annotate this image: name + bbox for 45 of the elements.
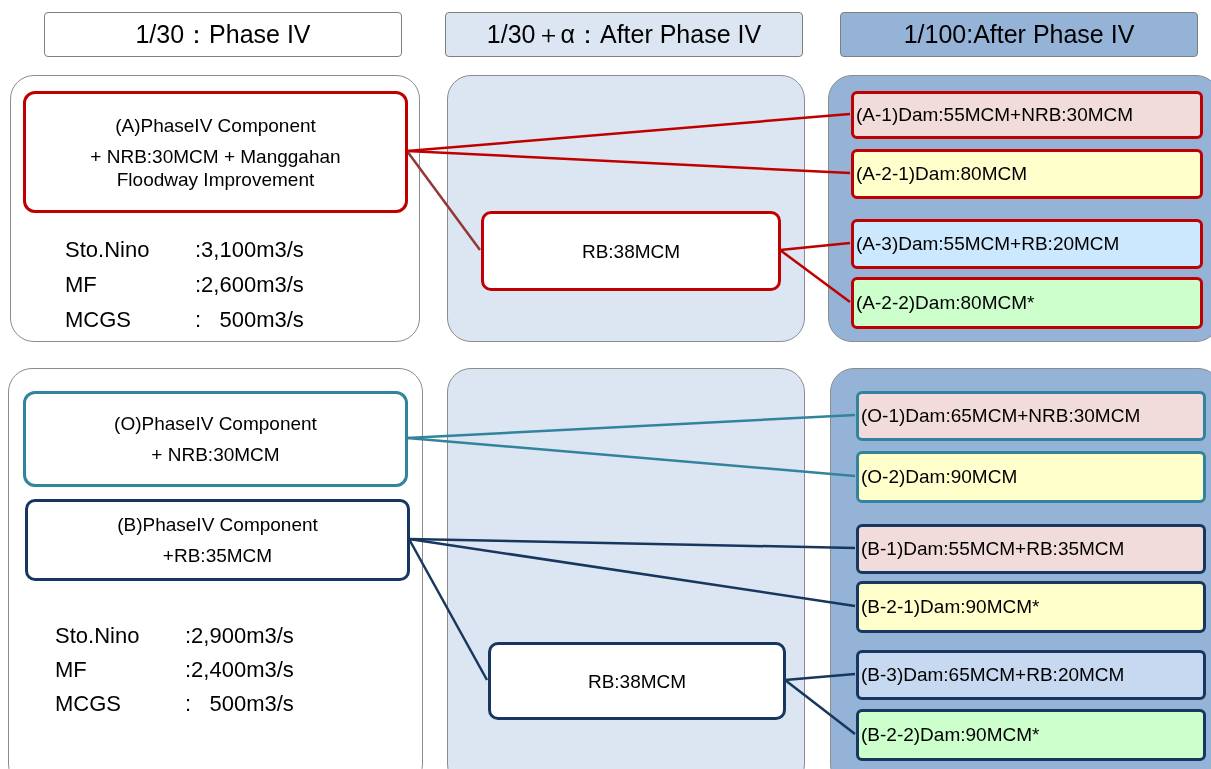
column-header: 1/30：Phase IV xyxy=(44,12,402,57)
option-box: (O-2)Dam:90MCM xyxy=(856,451,1206,503)
plan-box: RB:38MCM xyxy=(488,642,786,720)
flow-value: :2,400m3/s xyxy=(185,658,294,682)
connector-line xyxy=(406,436,856,478)
connector-line xyxy=(784,672,856,682)
connector-line xyxy=(784,679,856,735)
column-panel xyxy=(828,75,1211,342)
plan-box: RB:38MCM xyxy=(481,211,781,291)
column-panel xyxy=(447,75,805,342)
flow-value: Sto.Nino xyxy=(65,238,150,262)
flow-value: : 500m3/s xyxy=(195,308,304,332)
connector-line xyxy=(779,241,851,252)
option-box: (A-1)Dam:55MCM+NRB:30MCM xyxy=(851,91,1203,139)
connector-line xyxy=(406,149,851,175)
flow-value: :3,100m3/s xyxy=(195,238,304,262)
connector-line xyxy=(406,150,481,251)
column-panel xyxy=(830,368,1211,769)
flow-value: MCGS xyxy=(55,692,121,716)
option-box: (A-2-1)Dam:80MCM xyxy=(851,149,1203,199)
plan-box: (A)PhaseIV Component + NRB:30MCM + Manggahan Floodway Improvement xyxy=(23,91,408,213)
flow-value: :2,600m3/s xyxy=(195,273,304,297)
connector-line xyxy=(407,538,489,681)
plan-box: (O)PhaseIV Component + NRB:30MCM xyxy=(23,391,408,487)
column-panel xyxy=(10,75,420,342)
flow-value: MCGS xyxy=(65,308,131,332)
column-panel xyxy=(8,368,423,769)
option-box: (B-1)Dam:55MCM+RB:35MCM xyxy=(856,524,1206,574)
plan-box: (B)PhaseIV Component +RB:35MCM xyxy=(25,499,410,581)
option-box: (B-2-2)Dam:90MCM* xyxy=(856,709,1206,761)
option-box: (B-3)Dam:65MCM+RB:20MCM xyxy=(856,650,1206,700)
connector-line xyxy=(408,537,856,608)
flow-value: MF xyxy=(65,273,97,297)
flow-value: MF xyxy=(55,658,87,682)
column-header: 1/30＋α：After Phase IV xyxy=(445,12,803,57)
flow-value: Sto.Nino xyxy=(55,624,140,648)
column-panel xyxy=(447,368,805,769)
connector-line xyxy=(779,249,851,303)
option-box: (O-1)Dam:65MCM+NRB:30MCM xyxy=(856,391,1206,441)
option-box: (A-2-2)Dam:80MCM* xyxy=(851,277,1203,329)
column-header: 1/100:After Phase IV xyxy=(840,12,1198,57)
option-box: (B-2-1)Dam:90MCM* xyxy=(856,581,1206,633)
flow-value: : 500m3/s xyxy=(185,692,294,716)
flow-value: :2,900m3/s xyxy=(185,624,294,648)
option-box: (A-3)Dam:55MCM+RB:20MCM xyxy=(851,219,1203,269)
